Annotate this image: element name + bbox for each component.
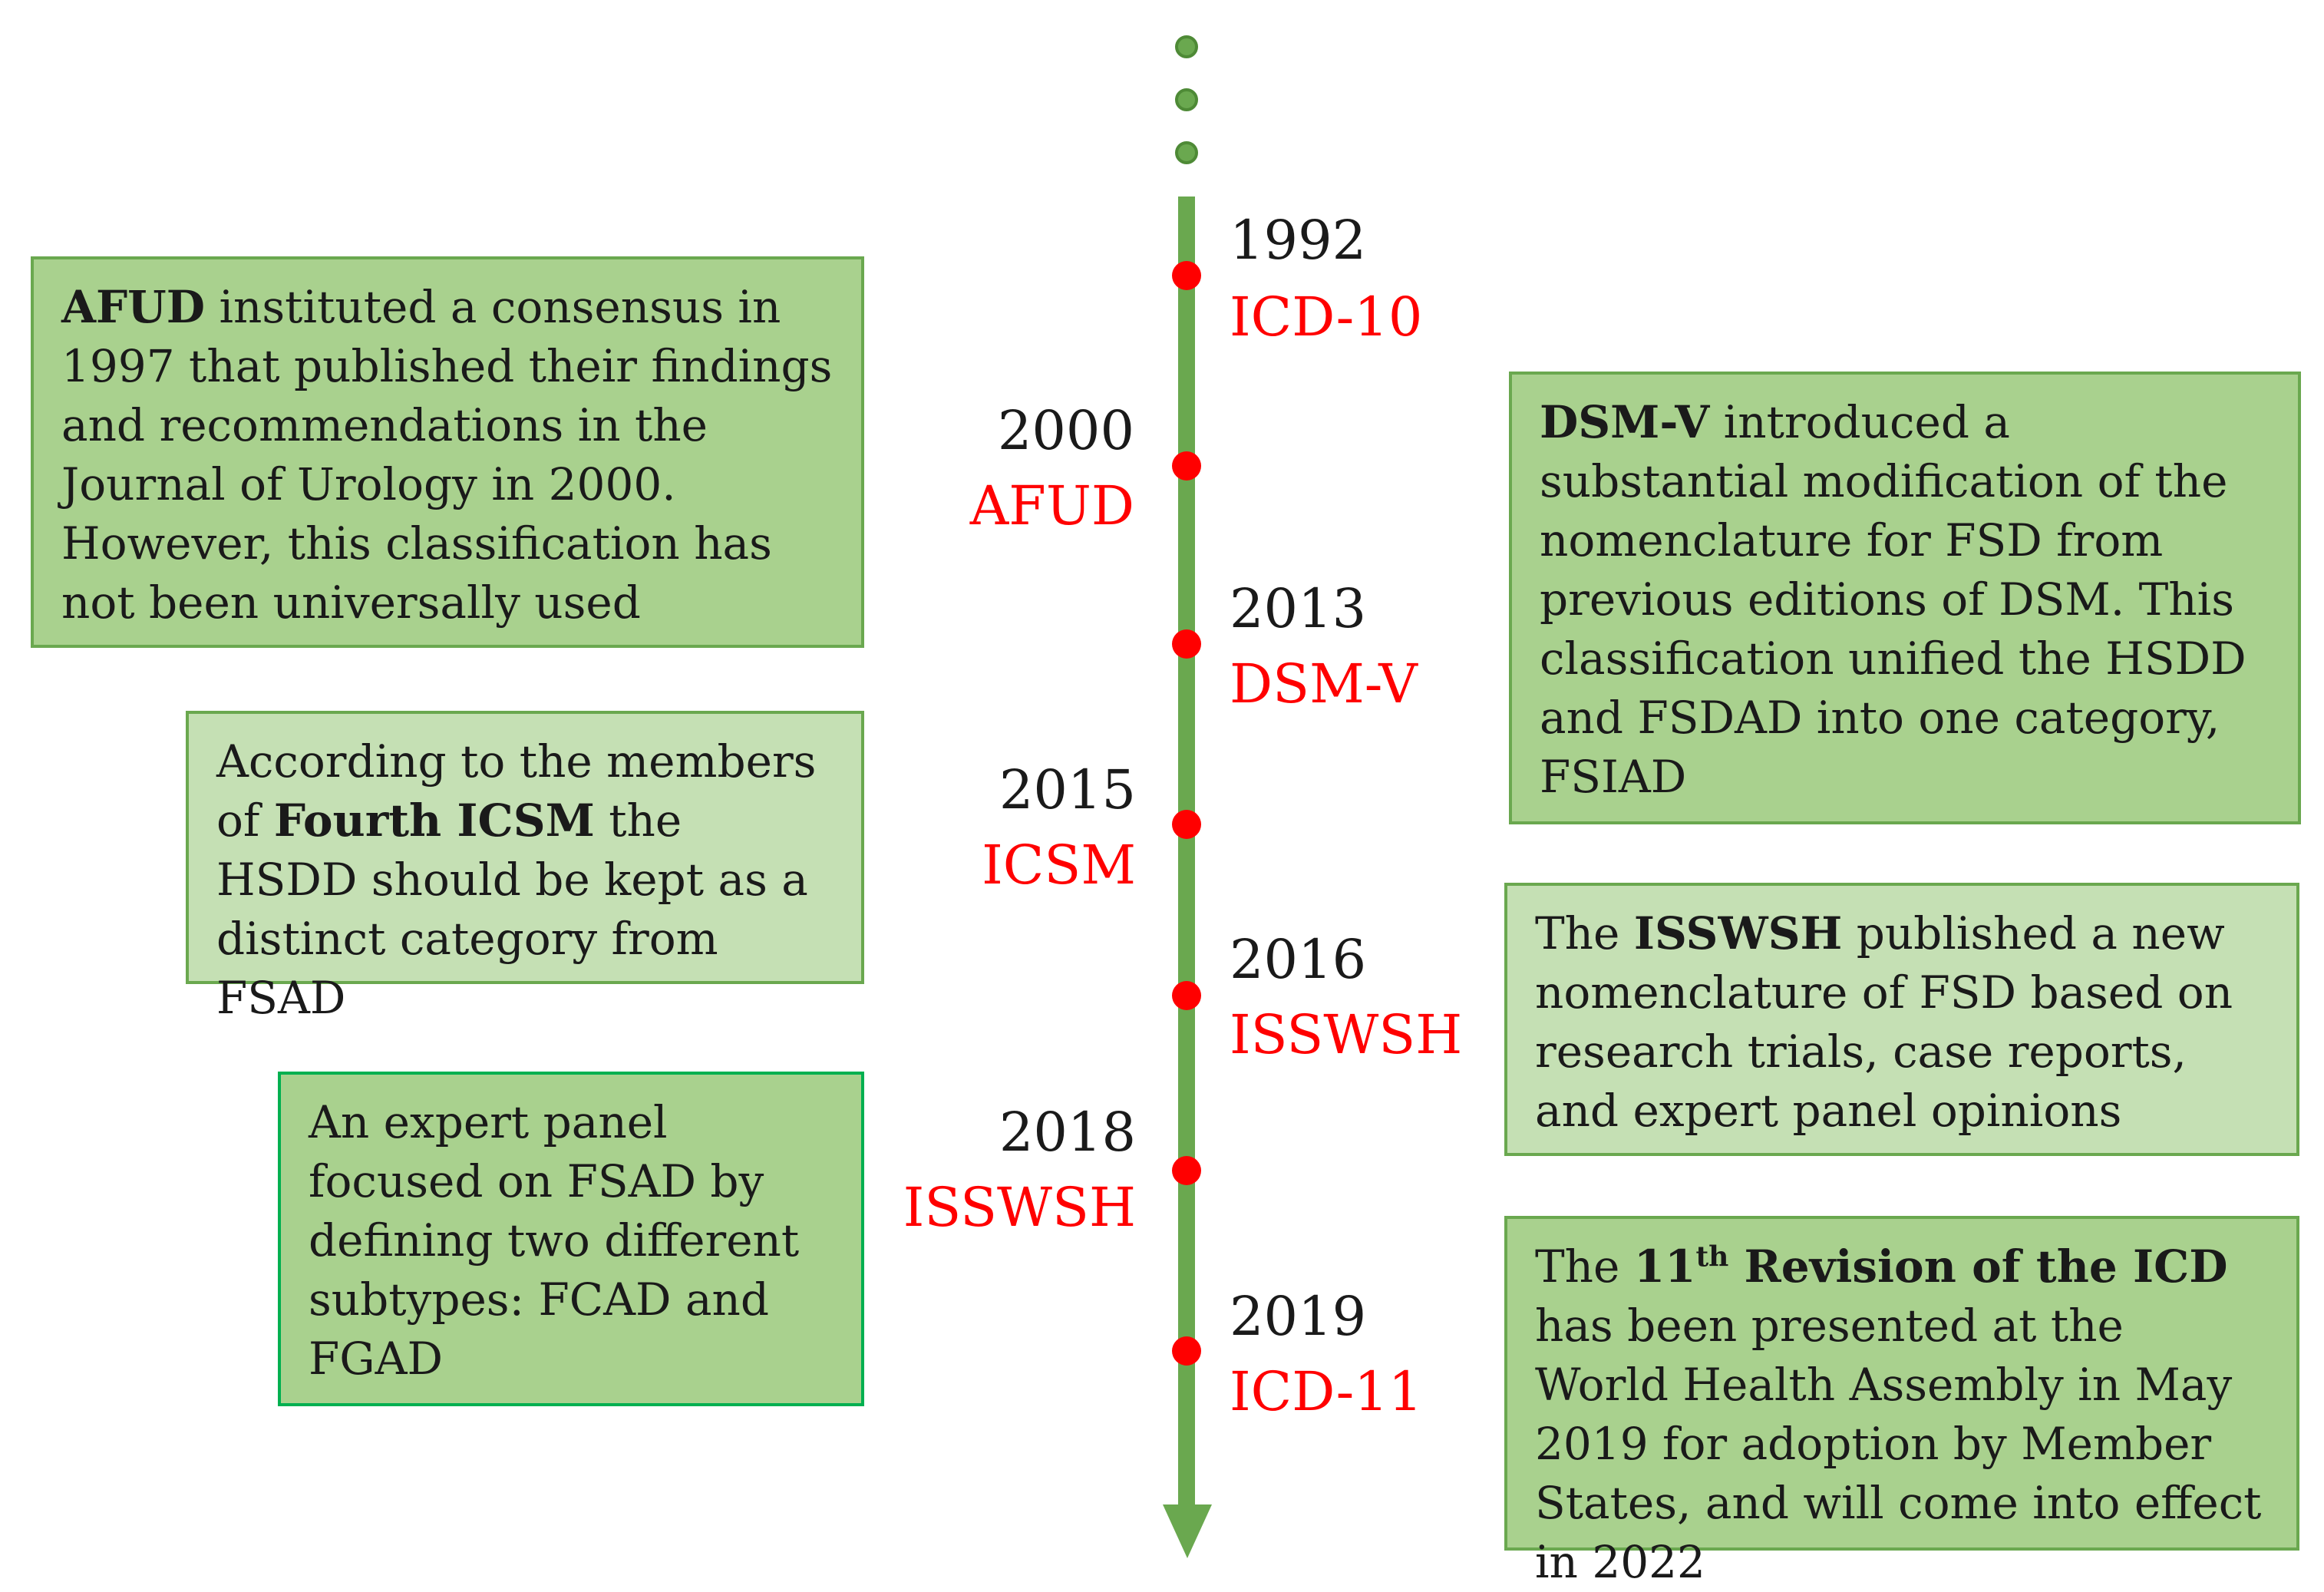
event-marker-2016 — [1172, 981, 1201, 1010]
event-marker-1992 — [1172, 261, 1201, 290]
event-year: 2016 — [1230, 928, 1367, 991]
event-label: ICD-11 — [1230, 1360, 1423, 1423]
box-text-prefix: The — [1535, 907, 1634, 959]
box-text: the HSDD should be kept as a distinct ca… — [216, 794, 808, 1024]
event-marker-2000 — [1172, 451, 1201, 481]
expert-panel-box: An expert panel focused on FSAD by defin… — [278, 1072, 864, 1406]
timeline-arrowhead — [1163, 1504, 1212, 1558]
event-label: ISSWSH — [903, 1176, 1136, 1239]
box-text: has been presented at the World Health A… — [1535, 1300, 2262, 1588]
box-text: instituted a consensus in 1997 that publ… — [61, 281, 833, 629]
event-marker-2015 — [1172, 810, 1201, 839]
timeline-axis — [1178, 197, 1195, 1509]
event-year: 2013 — [1230, 577, 1367, 640]
box-text-prefix: According to the members of — [216, 735, 817, 847]
box-bold-text: DSM-V — [1540, 396, 1710, 448]
box-text: An expert panel focused on FSAD by defin… — [309, 1096, 800, 1385]
event-label: DSM-V — [1230, 652, 1418, 715]
box-bold-text: 11 — [1633, 1240, 1696, 1293]
event-marker-2013 — [1172, 629, 1201, 659]
icd11-description-box: The 11th Revision of the ICD has been pr… — [1504, 1216, 2299, 1588]
dsm-description-box: DSM-V introduced a substantial modificat… — [1509, 372, 2301, 824]
box-text: introduced a substantial modification of… — [1540, 396, 2246, 803]
isswsh-description-box: The ISSWSH published a new nomenclature … — [1504, 883, 2299, 1156]
box-bold-text: Revision of the ICD — [1728, 1240, 2228, 1293]
event-year: 2018 — [999, 1101, 1136, 1164]
event-year: 1992 — [1230, 209, 1367, 272]
event-label: AFUD — [969, 474, 1134, 537]
afud-description-box: AFUD instituted a consensus in 1997 that… — [31, 256, 864, 648]
event-label: ICD-10 — [1230, 286, 1423, 348]
event-year: 2019 — [1230, 1285, 1367, 1348]
box-text-prefix: The — [1535, 1240, 1634, 1293]
box-text: published a new nomenclature of FSD base… — [1535, 907, 2233, 1137]
event-year: 2015 — [999, 758, 1136, 821]
box-bold-text: Fourth ICSM — [273, 794, 595, 847]
event-marker-2018 — [1172, 1156, 1201, 1185]
icsm-description-box: According to the members of Fourth ICSM … — [186, 711, 864, 1024]
box-bold-text: AFUD — [61, 281, 206, 333]
box-bold-text: ISSWSH — [1633, 907, 1843, 959]
continuation-dot — [1175, 141, 1198, 164]
event-label: ISSWSH — [1230, 1003, 1463, 1066]
event-label: ICSM — [982, 834, 1136, 897]
event-year: 2000 — [997, 399, 1134, 462]
continuation-dot — [1175, 88, 1198, 111]
continuation-dot — [1175, 35, 1198, 58]
event-marker-2019 — [1172, 1336, 1201, 1366]
superscript: th — [1695, 1240, 1729, 1273]
